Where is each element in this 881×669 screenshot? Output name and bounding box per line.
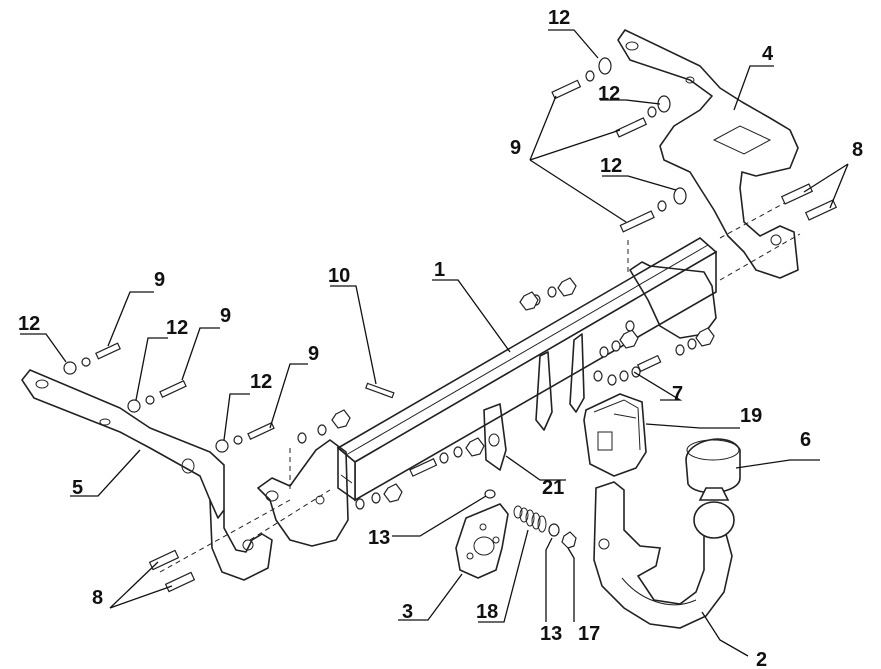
- washer-part: [547, 286, 557, 298]
- callout-19: 19: [740, 405, 762, 427]
- bolt-part: [409, 457, 438, 477]
- callout-9-right: 9: [510, 137, 521, 159]
- washer-part: [145, 395, 155, 405]
- callout-8-right: 8: [852, 139, 863, 161]
- callout-2: 2: [756, 649, 767, 669]
- callout-21: 21: [542, 477, 564, 499]
- washer-part: [598, 57, 612, 75]
- callout-9-left-a: 9: [154, 269, 165, 291]
- washer-part: [63, 361, 77, 375]
- washer-part: [371, 492, 381, 504]
- alignment-lines: [159, 199, 801, 573]
- bolt-part: [365, 382, 395, 399]
- callout-13-upper: 13: [368, 527, 390, 549]
- washer-part: [215, 439, 229, 453]
- callout-6: 6: [800, 429, 811, 451]
- nut-part: [519, 291, 539, 311]
- spring-part: [513, 505, 547, 533]
- callout-9-left-b: 9: [220, 305, 231, 327]
- socket-plate-part: [455, 503, 509, 579]
- washer-part: [233, 435, 243, 445]
- bolt-part: [619, 210, 655, 233]
- nut-part: [557, 277, 577, 297]
- callout-12-top: 12: [548, 7, 570, 29]
- nut-part: [383, 483, 403, 503]
- washer-part: [675, 344, 685, 356]
- bolt-part: [159, 379, 187, 399]
- washer-part: [647, 106, 657, 118]
- right-bracket-part: [617, 29, 799, 279]
- center-bracket: [483, 333, 585, 471]
- nut-part: [331, 409, 351, 429]
- callout-10: 10: [328, 265, 350, 287]
- washer-part: [611, 340, 621, 352]
- left-side-plate: [257, 439, 349, 547]
- callout-17: 17: [578, 623, 600, 645]
- callout-9-left-c: 9: [308, 343, 319, 365]
- washer-part: [317, 424, 327, 436]
- bolt-part: [636, 354, 662, 373]
- callout-12-left-b: 12: [166, 317, 188, 339]
- bolt-part: [551, 79, 582, 100]
- washer-part: [619, 370, 629, 382]
- nut-part: [465, 437, 485, 457]
- callout-18: 18: [476, 601, 498, 623]
- left-bracket-part: [21, 369, 273, 581]
- nut-part: [695, 327, 715, 347]
- callout-12-low: 12: [600, 155, 622, 177]
- bolt-part: [780, 183, 814, 205]
- towball-part: [693, 487, 735, 539]
- callout-4: 4: [762, 43, 774, 65]
- bolt-part: [804, 199, 838, 221]
- bolt-part: [247, 421, 275, 441]
- washer-part: [81, 357, 91, 367]
- washer-part: [297, 432, 307, 444]
- washer-part: [625, 320, 635, 332]
- washer-part: [453, 446, 463, 458]
- washer-part: [439, 452, 449, 464]
- small-washer-part: [484, 489, 496, 499]
- callout-12-mid: 12: [598, 83, 620, 105]
- electrical-socket-part: [583, 393, 647, 477]
- callout-12-left-a: 12: [18, 313, 40, 335]
- washer-part: [548, 523, 560, 537]
- bolt-part: [615, 117, 648, 138]
- washer-part: [687, 338, 697, 350]
- washer-part: [607, 374, 617, 386]
- washer-part: [593, 370, 603, 382]
- washer-part: [673, 187, 687, 205]
- bolt-part: [164, 571, 196, 593]
- crossbar-bolt-set: [355, 277, 715, 510]
- callout-5: 5: [72, 477, 83, 499]
- towball-cover-part: [685, 438, 741, 494]
- callout-labels: 1 2 3 4 5 6 7 8 8 9 9 9 9 10 12 12 12 12…: [18, 7, 863, 669]
- bolt-part: [148, 549, 180, 571]
- right-side-plate: [629, 261, 717, 339]
- callout-13-lower: 13: [540, 623, 562, 645]
- washer-part: [355, 498, 365, 510]
- crossbar-part: [336, 237, 718, 502]
- callout-12-left-c: 12: [250, 371, 272, 393]
- washer-part: [599, 346, 609, 358]
- nut-part: [561, 531, 577, 549]
- callout-7: 7: [672, 383, 683, 405]
- washer-part: [585, 70, 595, 82]
- towball-neck-part: [593, 481, 733, 629]
- callout-8-left: 8: [92, 587, 103, 609]
- bolt-part: [95, 342, 121, 360]
- washer-part: [127, 399, 141, 413]
- callout-1: 1: [434, 259, 445, 281]
- left-bolt-set: [63, 342, 395, 593]
- spring-washer-nut-set: [484, 489, 577, 549]
- callout-3: 3: [402, 601, 413, 623]
- right-bolt-set: [551, 57, 838, 233]
- washer-part: [657, 200, 667, 212]
- leader-lines: [20, 29, 849, 657]
